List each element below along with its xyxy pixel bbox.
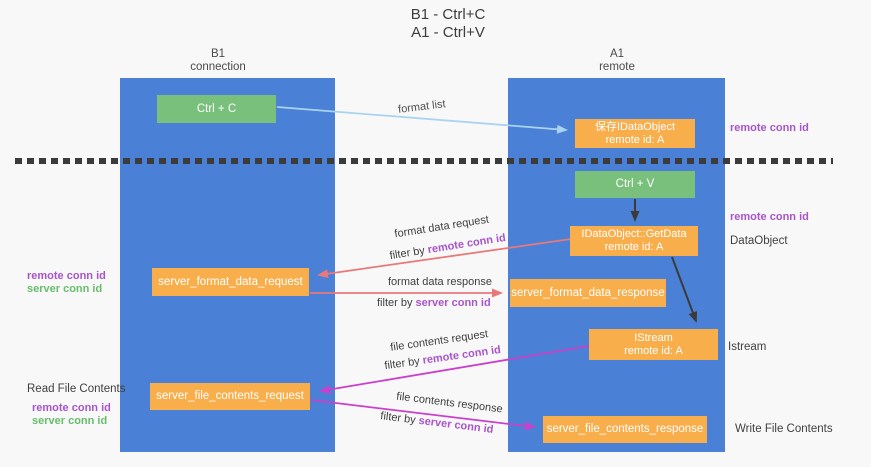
node-ctrl-c: Ctrl + C [157,95,276,123]
node-server-format-data-request-label: server_format_data_request [158,275,303,288]
node-idataobject-getdata-line1: IDataObject::GetData [581,228,687,240]
node-ctrl-v: Ctrl + V [575,171,695,198]
node-save-idataobject-line1: 保存IDataObject [594,120,676,133]
annotation-remote-conn-id-mid-right: remote conn id [730,211,809,223]
diagram-title: B1 - Ctrl+C A1 - Ctrl+V [348,6,548,42]
title-line-1: B1 - Ctrl+C [410,6,486,23]
lane-b1-name: B1 [210,48,226,60]
filter-prefix: filter by [388,244,429,263]
filter-key-server-conn-id: server conn id [415,297,491,309]
filter-prefix: filter by [377,297,416,309]
edge-label-file-contents-response-filter: filter by server conn id [380,410,494,436]
lane-a1-name: A1 [609,48,625,60]
node-idataobject-getdata: IDataObject::GetData remote id: A [570,226,698,256]
lane-b1-role: connection [190,61,246,73]
node-istream-line2: remote id: A [624,344,683,357]
node-server-file-contents-response: server_file_contents_response [543,416,707,443]
node-server-format-data-response: server_format_data_response [510,279,666,307]
edge-label-format-list: format list [397,98,447,116]
edge-label-format-data-response-filter: filter by server conn id [377,297,491,309]
filter-prefix: filter by [383,354,424,373]
lane-header-a1: A1 remote [557,48,677,74]
filter-key-remote-conn-id: remote conn id [426,231,507,257]
node-ctrl-c-label: Ctrl + C [196,102,237,115]
node-server-file-contents-request-label: server_file_contents_request [156,390,304,402]
lane-header-b1: B1 connection [158,48,278,74]
edge-label-file-contents-response: file contents response [395,390,504,416]
node-server-file-contents-response-label: server_file_contents_response [546,423,704,435]
node-ctrl-v-label: Ctrl + V [615,178,655,190]
annotation-dataobject: DataObject [730,235,788,247]
node-istream-line1: IStream [634,331,673,344]
node-istream: IStream remote id: A [589,329,718,360]
node-save-idataobject-line2: remote id: A [605,133,665,146]
node-save-idataobject: 保存IDataObject remote id: A [575,119,695,148]
annotation-remote-conn-id-top-right: remote conn id [730,122,809,134]
annotation-remote-conn-id-top-left: remote conn id [27,270,106,282]
filter-prefix: filter by [379,410,420,427]
node-server-file-contents-request: server_file_contents_request [150,383,310,410]
node-server-format-data-response-label: server_format_data_response [511,286,665,299]
node-server-format-data-request: server_format_data_request [152,268,309,296]
annotation-write-file-contents: Write File Contents [735,423,833,435]
annotation-server-conn-id-top-left: server conn id [27,283,103,295]
annotation-server-conn-id-bottom-left: server conn id [32,415,108,427]
node-idataobject-getdata-line2: remote id: A [604,241,664,253]
edge-label-format-data-response: format data response [388,276,492,288]
filter-key-server-conn-id: server conn id [417,414,495,436]
annotation-remote-conn-id-bottom-left: remote conn id [32,402,111,414]
annotation-istream: Istream [728,341,767,353]
lane-a1-role: remote [599,61,635,73]
title-line-2: A1 - Ctrl+V [411,24,485,41]
annotation-read-file-contents: Read File Contents [27,383,126,395]
session-divider-dashed-line [15,158,833,164]
